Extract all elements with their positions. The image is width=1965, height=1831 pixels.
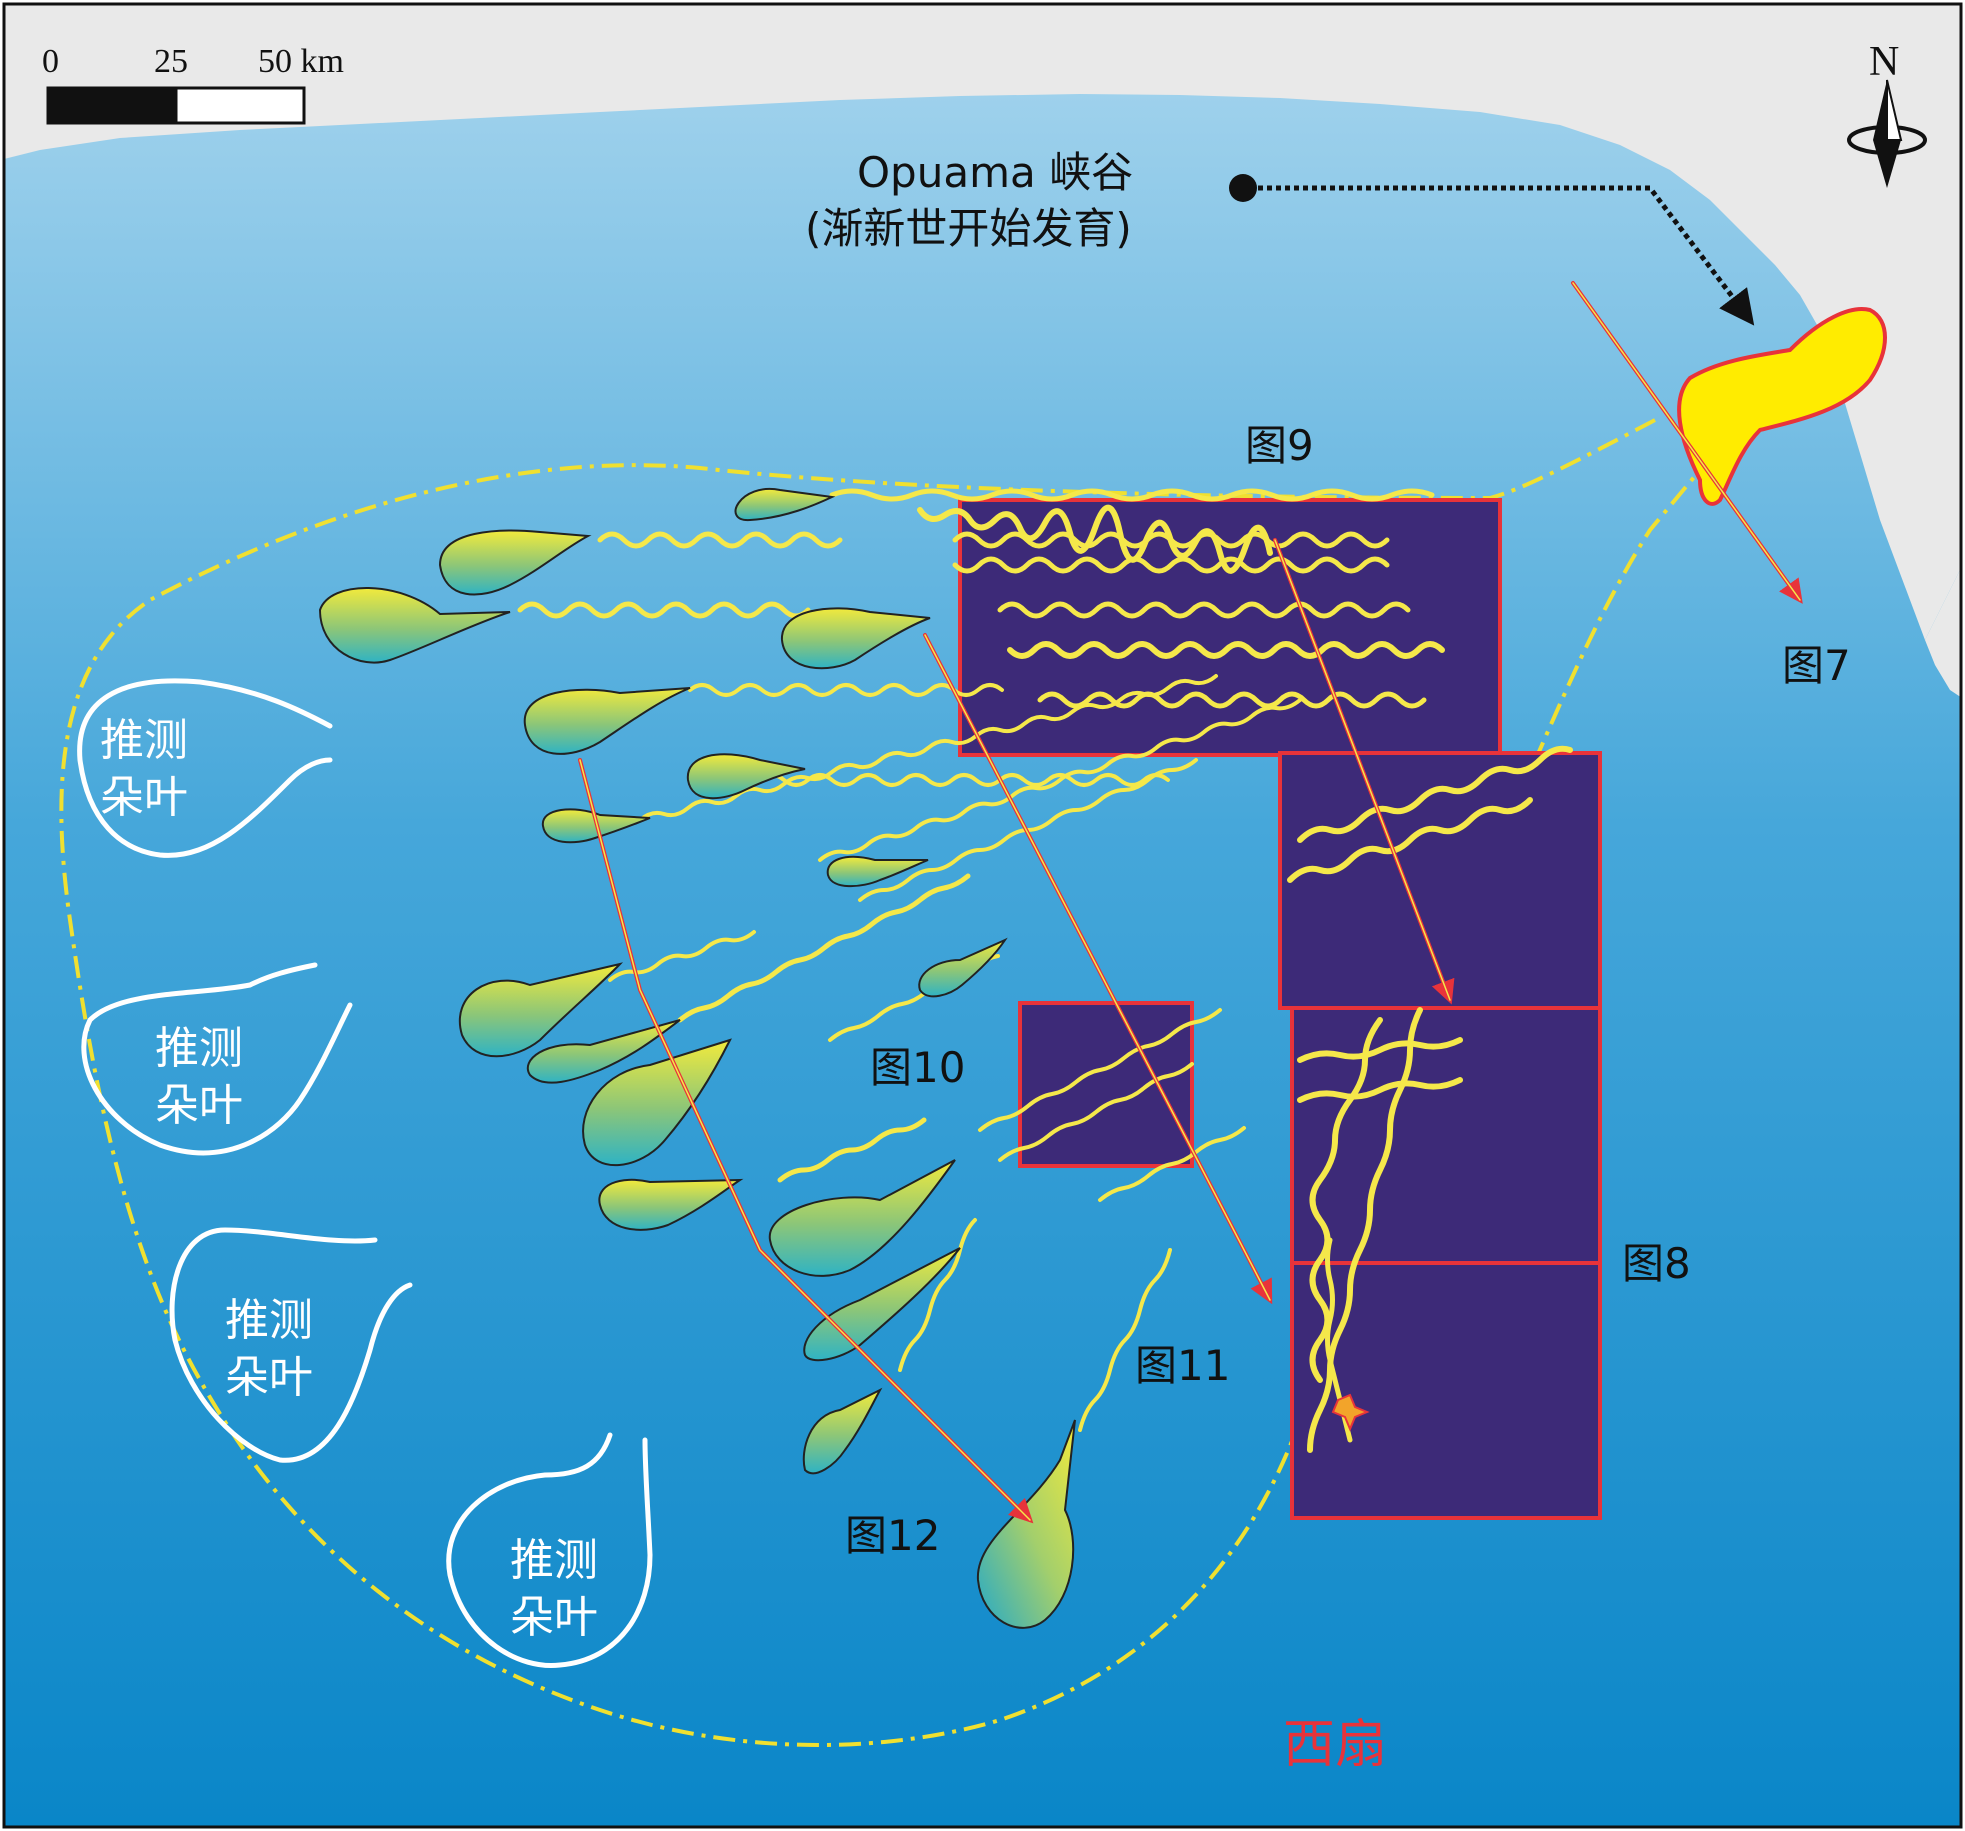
lobe-label-line2: 朵叶 [510,1593,598,1642]
lobe [826,855,929,888]
north-label: N [1869,39,1899,85]
figure-label-fig7: 图7 [1782,641,1851,690]
lobe [527,1019,681,1084]
canyon-note: (渐新世开始发育) [805,204,1132,253]
scale-tick-50: 50 km [258,43,344,80]
lobe [780,607,931,670]
survey-block-fig10 [1018,1001,1194,1168]
lobe [523,687,691,755]
survey-block-fig8-mid [1290,1006,1602,1265]
lobe-label-line1: 推测 [225,1296,313,1345]
figure-label-fig10: 图10 [870,1043,965,1092]
canyon-leader [1229,174,1755,326]
lobe [686,753,806,800]
lobe [582,1038,732,1167]
lobe-label-line1: 推测 [100,716,188,765]
lobe [459,962,624,1058]
figure-label-fig12: 图12 [845,1511,940,1560]
canyon-name: Opuama 峡谷 [857,148,1133,197]
flow-arrows [578,281,1803,1524]
land-north [5,5,1960,640]
scale-tick-25: 25 [154,43,188,80]
lobe [438,529,592,596]
lobe [598,1178,744,1231]
north-arrow: N [1847,39,1927,188]
survey-blocks [958,498,1602,1520]
scale-bar: 0 25 50 km [42,43,344,125]
lobe [734,487,836,522]
scale-bar-black [46,86,178,125]
land-east [1925,570,1960,697]
lobe-label-line1: 推测 [155,1024,243,1073]
canyon-head [1677,307,1887,506]
lobe [802,1387,883,1475]
channels [517,488,1573,1453]
depositional-lobes [318,487,1076,1629]
survey-block-fig8-bottom [1290,1261,1602,1520]
lobe-label-line1: 推测 [510,1536,598,1585]
fan-label: 西扇 [1283,1715,1387,1775]
well-marker [1331,1393,1370,1432]
canyon-leader-line [1258,185,1755,326]
sea-area [5,5,1960,1826]
lobe-label-line2: 朵叶 [225,1353,313,1402]
lobe [918,937,1008,998]
lobe [768,1159,956,1277]
speculative-lobe-outlines [77,678,653,1669]
scale-bar-white [174,86,306,125]
scale-tick-0: 0 [42,43,59,80]
figure-label-fig9: 图9 [1245,421,1314,470]
figure-label-fig8: 图8 [1622,1239,1691,1288]
canyon-leader-dot [1229,174,1257,202]
lobe-label-line2: 朵叶 [100,773,188,822]
lobe-labels: 推测 朵叶 推测 朵叶 推测 朵叶 推测 朵叶 [100,716,598,1642]
survey-block-fig8-top [1278,751,1602,1010]
figure-label-fig11: 图11 [1135,1341,1230,1390]
lobe [318,587,511,664]
lobe-label-line2: 朵叶 [155,1081,243,1130]
